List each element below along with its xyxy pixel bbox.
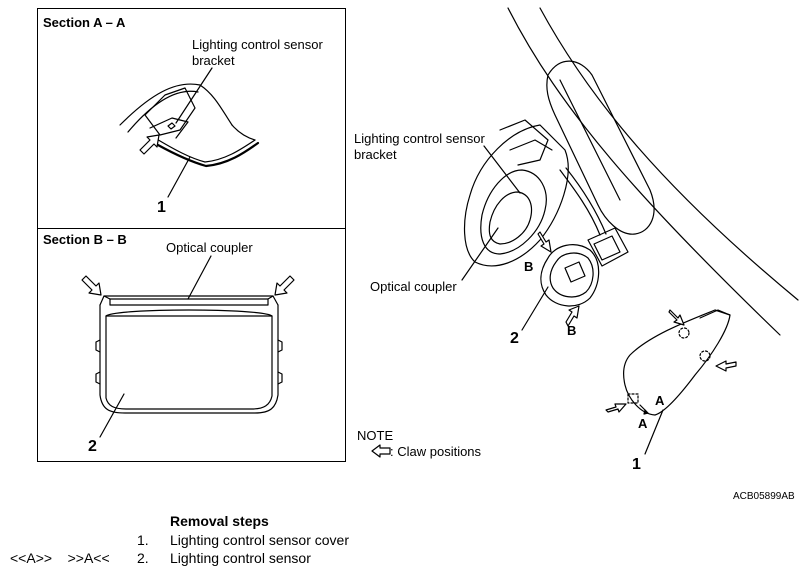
marker-a-lower: A <box>638 416 648 431</box>
marker-a-upper: A <box>655 393 665 408</box>
section-a-bracket-label: Lighting control sensor <box>192 37 323 52</box>
section-b-drawing <box>81 255 295 438</box>
main-view-drawing <box>371 7 799 458</box>
main-bracket-label: Lighting control sensor <box>354 131 485 146</box>
section-a-bracket-label-2: bracket <box>192 53 235 68</box>
note-text: : Claw positions <box>390 444 482 459</box>
removal-title: Removal steps <box>170 513 269 529</box>
section-a-drawing <box>119 67 260 198</box>
section-a-title: Section A – A <box>43 15 126 30</box>
step-2-number: 2. <box>137 550 149 566</box>
step-2-text: Lighting control sensor <box>170 550 311 566</box>
main-bracket-label-2: bracket <box>354 147 397 162</box>
main-callout-1: 1 <box>632 456 641 473</box>
main-coupler-label: Optical coupler <box>370 279 457 294</box>
step-2-prefix: <<A>> >>A<< <box>10 550 110 566</box>
section-a-callout: 1 <box>157 199 166 216</box>
section-b-callout: 2 <box>88 438 97 455</box>
step-1-number: 1. <box>137 532 149 548</box>
section-b-title: Section B – B <box>43 232 127 247</box>
figure-id: ACB05899AB <box>733 491 795 502</box>
section-b-coupler-label: Optical coupler <box>166 240 253 255</box>
marker-b-lower: B <box>567 323 577 338</box>
note-title: NOTE <box>357 428 394 443</box>
section-b-panel <box>37 228 346 462</box>
step-1-text: Lighting control sensor cover <box>170 532 349 548</box>
marker-b-upper: B <box>524 259 534 274</box>
main-callout-2: 2 <box>510 330 519 347</box>
